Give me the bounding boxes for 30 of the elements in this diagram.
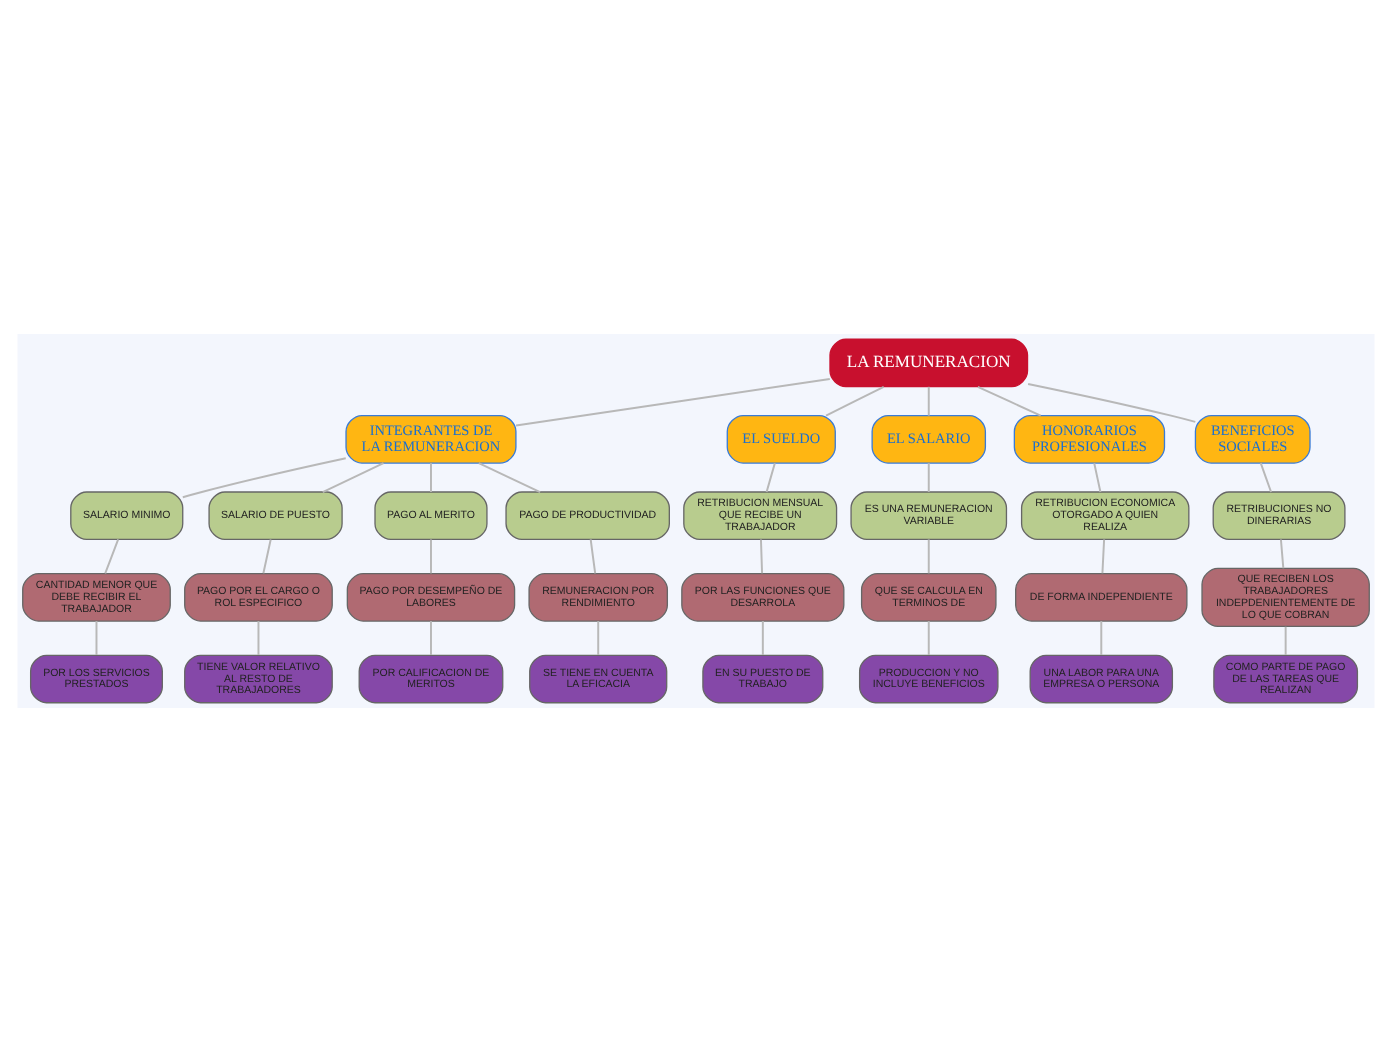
- connector: [1279, 537, 1285, 569]
- connector: [976, 384, 1042, 416]
- connector: [477, 461, 542, 492]
- connector: [257, 619, 260, 655]
- connector: [597, 619, 600, 655]
- connector: [589, 537, 597, 574]
- connector: [765, 461, 776, 492]
- connector: [1027, 381, 1197, 422]
- connector: [430, 461, 432, 492]
- connector: [927, 537, 930, 574]
- connector: [1284, 624, 1287, 655]
- connector: [1093, 461, 1102, 492]
- connector: [430, 537, 432, 574]
- connector: [927, 384, 930, 416]
- connector: [927, 619, 930, 655]
- connector: [825, 384, 885, 416]
- node-box: LA REMUNERACION: [829, 337, 1029, 387]
- connector: [515, 376, 831, 426]
- connector: [262, 537, 272, 574]
- connector: [927, 461, 930, 492]
- connector: [759, 537, 764, 574]
- connector: [1100, 619, 1103, 655]
- connector: [1259, 461, 1273, 492]
- connector: [181, 456, 347, 498]
- connector: [95, 619, 98, 655]
- connector: [430, 619, 432, 655]
- connector: [1101, 537, 1106, 574]
- connector: [321, 461, 385, 492]
- connector: [761, 619, 764, 655]
- connector: [104, 537, 120, 574]
